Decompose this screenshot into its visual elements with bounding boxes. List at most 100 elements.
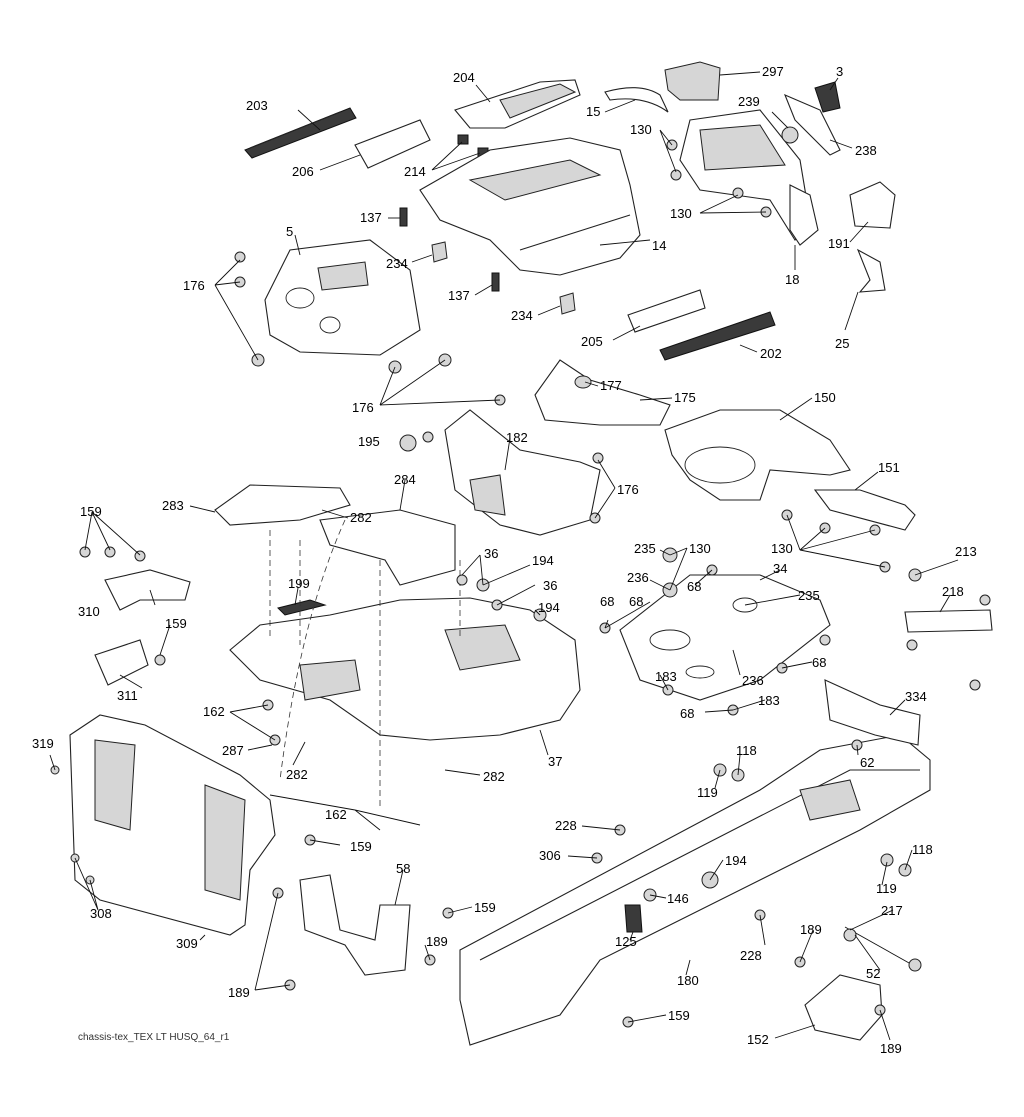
part-234-b xyxy=(559,292,576,315)
dash-4 xyxy=(279,519,346,781)
part-218-bracket xyxy=(904,609,993,633)
callout: 3 xyxy=(836,64,843,79)
callout: 182 xyxy=(506,430,528,445)
part-238-grille xyxy=(679,109,811,241)
part-310-bracket xyxy=(104,569,191,611)
part-137-a xyxy=(399,207,408,227)
part-214-clip-a xyxy=(457,134,469,145)
callout-labels: 203 204 297 3 15 239 130 238 206 214 137… xyxy=(32,64,977,1056)
callout: 175 xyxy=(674,390,696,405)
callout: 194 xyxy=(532,553,554,568)
callout: 191 xyxy=(828,236,850,251)
callout: 189 xyxy=(228,985,250,1000)
callout: 68 xyxy=(629,594,643,609)
callout: 214 xyxy=(404,164,426,179)
part-3-plate xyxy=(783,93,841,156)
callout: 282 xyxy=(286,767,308,782)
callout: 159 xyxy=(165,616,187,631)
part-309-seat-base xyxy=(69,714,276,936)
callout: 217 xyxy=(881,903,903,918)
callout: 176 xyxy=(352,400,374,415)
callout: 195 xyxy=(358,434,380,449)
part-311 xyxy=(94,639,149,686)
part-180-frame xyxy=(459,734,931,1046)
callout: 152 xyxy=(747,1032,769,1047)
callout: 287 xyxy=(222,743,244,758)
callout: 235 xyxy=(798,588,820,603)
callout: 14 xyxy=(652,238,666,253)
callout: 151 xyxy=(878,460,900,475)
part-25 xyxy=(856,248,886,293)
callout: 130 xyxy=(771,541,793,556)
part-284-cover xyxy=(319,509,456,586)
part-18-bumper xyxy=(789,184,819,246)
callout: 238 xyxy=(855,143,877,158)
callout: 180 xyxy=(677,973,699,988)
callout: 203 xyxy=(246,98,268,113)
callout: 162 xyxy=(325,807,347,822)
callout: 228 xyxy=(740,948,762,963)
callout: 150 xyxy=(814,390,836,405)
callout: 194 xyxy=(538,600,560,615)
callout: 118 xyxy=(912,842,933,857)
callout: 308 xyxy=(90,906,112,921)
callout: 130 xyxy=(689,541,711,556)
part-334 xyxy=(824,679,921,746)
part-175-bracket xyxy=(534,359,671,426)
part-182-rear-panel xyxy=(444,409,601,536)
part-206 xyxy=(354,119,431,169)
part-5-dash xyxy=(264,239,421,356)
callout: 34 xyxy=(773,561,787,576)
callout: 206 xyxy=(292,164,314,179)
callout: 119 xyxy=(876,881,897,896)
callout: 234 xyxy=(511,308,533,323)
callout: 162 xyxy=(203,704,225,719)
callout: 282 xyxy=(483,769,505,784)
callout: 52 xyxy=(866,966,880,981)
callout: 310 xyxy=(78,604,100,619)
callout: 15 xyxy=(586,104,600,119)
callout: 36 xyxy=(543,578,557,593)
part-202-bar xyxy=(659,311,776,361)
part-125 xyxy=(624,904,643,933)
leader-lines xyxy=(49,71,959,1041)
callout: 176 xyxy=(617,482,639,497)
callout: 311 xyxy=(117,688,138,703)
callout: 319 xyxy=(32,736,54,751)
callout: 309 xyxy=(176,936,198,951)
callout: 239 xyxy=(738,94,760,109)
callout: 25 xyxy=(835,336,849,351)
callout: 130 xyxy=(670,206,692,221)
part-217-rod xyxy=(844,926,919,969)
part-177 xyxy=(574,375,592,389)
callout: 159 xyxy=(668,1008,690,1023)
callout: 183 xyxy=(655,669,677,684)
callout: 204 xyxy=(453,70,475,85)
callout: 205 xyxy=(581,334,603,349)
callout: 234 xyxy=(386,256,408,271)
part-37-deck xyxy=(229,597,581,741)
callout: 146 xyxy=(667,891,689,906)
callout: 236 xyxy=(627,570,649,585)
part-205-bar xyxy=(627,289,706,333)
part-58-bracket xyxy=(299,874,411,976)
part-152 xyxy=(804,974,883,1041)
callout: 189 xyxy=(426,934,448,949)
callout: 125 xyxy=(615,934,637,949)
part-297 xyxy=(664,61,721,101)
callout: 283 xyxy=(162,498,184,513)
callout: 62 xyxy=(860,755,874,770)
part-234-a xyxy=(431,241,448,263)
callout: 282 xyxy=(350,510,372,525)
part-191 xyxy=(849,181,896,229)
callout: 176 xyxy=(183,278,205,293)
callout: 37 xyxy=(548,754,562,769)
callout: 189 xyxy=(800,922,822,937)
callout: 236 xyxy=(742,673,764,688)
callout: 68 xyxy=(680,706,694,721)
callout: 130 xyxy=(630,122,652,137)
callout: 5 xyxy=(286,224,293,239)
callout: 189 xyxy=(880,1041,902,1056)
part-239-emblem xyxy=(781,126,799,144)
part-14-hood xyxy=(419,137,641,276)
